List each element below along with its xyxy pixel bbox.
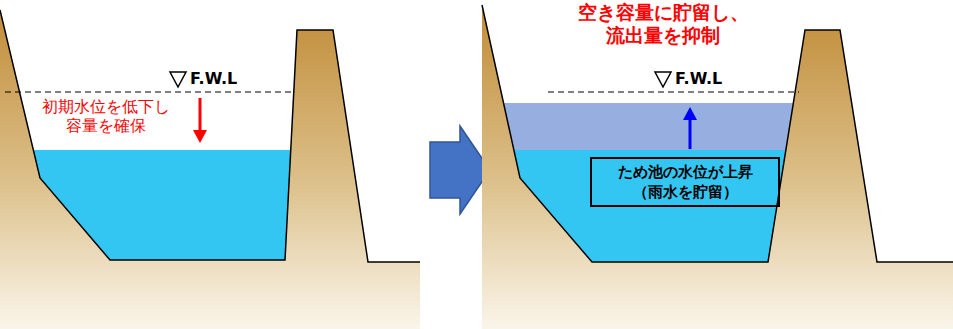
callout-heading: 空き容量に貯留し、 流出量を抑制 [563, 1, 763, 47]
water-level-symbol [170, 72, 186, 87]
down-arrow-head [193, 130, 207, 143]
box-text: ため池の水位が上昇 （雨水を貯留） [598, 162, 772, 202]
water [33, 150, 291, 260]
transition-arrow [430, 126, 490, 214]
info-box: ため池の水位が上昇 （雨水を貯留） [590, 157, 780, 207]
fwl-line [548, 91, 799, 92]
down-arrow [199, 98, 202, 132]
up-arrow [689, 118, 692, 149]
up-arrow-head [683, 107, 697, 120]
water [514, 150, 786, 262]
annotation-text: 初期水位を低下し 容量を確保 [36, 97, 176, 135]
stored-water [504, 103, 794, 150]
fwl-line [5, 91, 294, 92]
water-level-label: F.W.L [675, 69, 722, 88]
ground [482, 5, 953, 329]
ground [0, 10, 420, 329]
water-level-symbol [655, 72, 671, 87]
pond-outline [0, 10, 420, 262]
water-level-label: F.W.L [190, 69, 237, 88]
